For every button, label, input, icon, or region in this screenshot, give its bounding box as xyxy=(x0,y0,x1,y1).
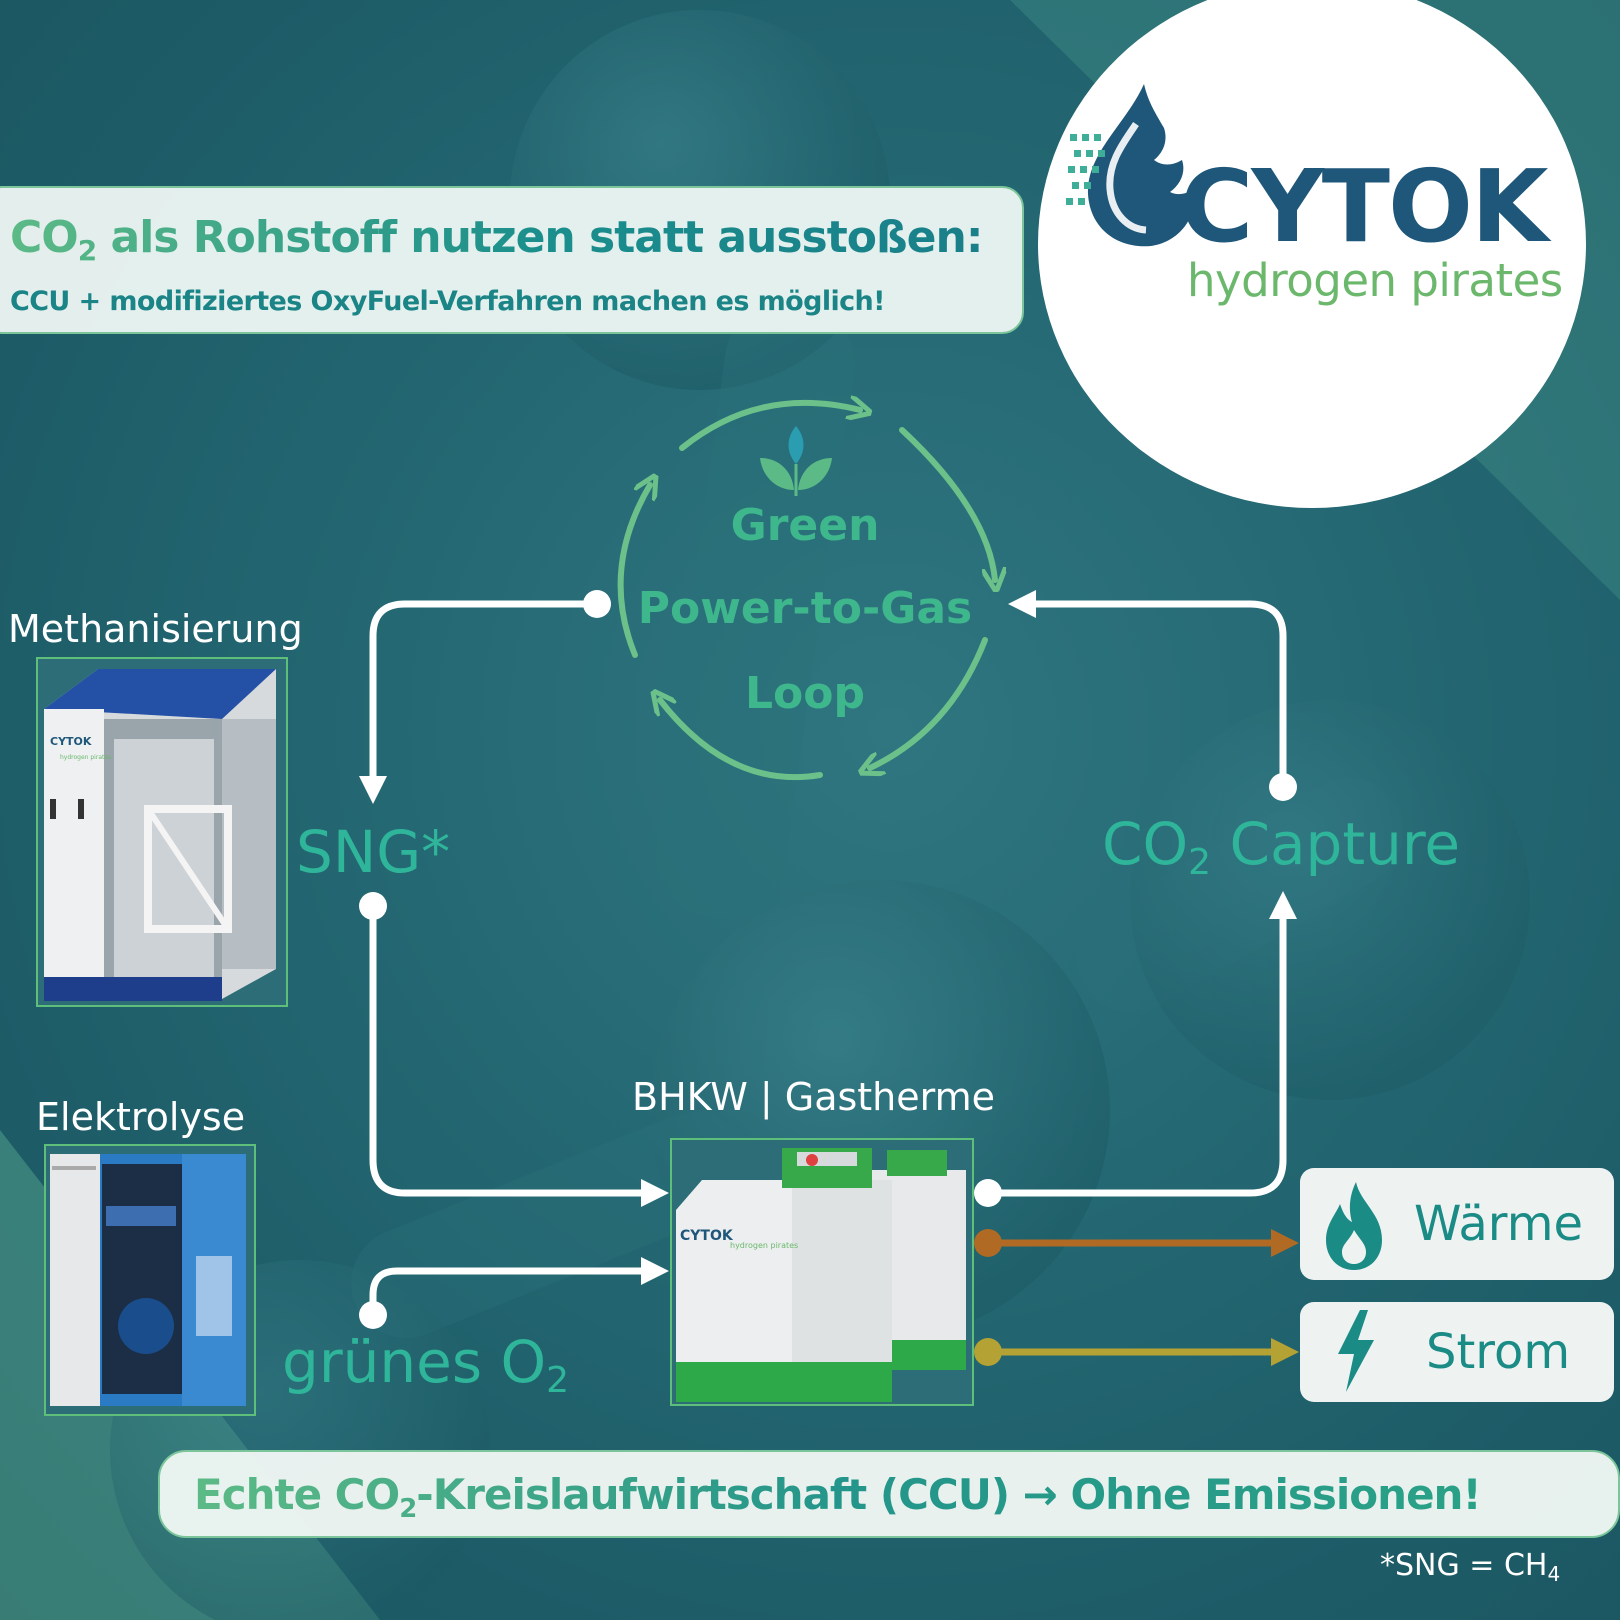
photo-bhkw: CYTOK hydrogen pirates xyxy=(670,1138,974,1406)
flame-icon xyxy=(1326,1182,1382,1270)
methanisierung-tag: hydrogen pirates xyxy=(60,754,111,761)
loop-text-green: Green xyxy=(730,500,880,551)
connector-waerme xyxy=(974,1229,1299,1257)
bhkw-tag: hydrogen pirates xyxy=(730,1241,798,1250)
label-methanisierung: Methanisierung xyxy=(8,607,303,651)
connector-bhkw-to-co2 xyxy=(974,891,1297,1207)
bottom-banner-text: Echte CO2-Kreislaufwirtschaft (CCU) → Oh… xyxy=(194,1470,1481,1524)
connector-strom xyxy=(974,1338,1299,1366)
headline-box: CO2 als Rohstoff nutzen statt ausstoßen:… xyxy=(0,186,1024,334)
bhkw-brand: CYTOK xyxy=(680,1228,734,1244)
leaf-icon xyxy=(760,426,832,496)
bottom-banner: Echte CO2-Kreislaufwirtschaft (CCU) → Oh… xyxy=(158,1450,1620,1538)
label-bhkw-gastherme: BHKW | Gastherme xyxy=(632,1075,995,1119)
loop-arrows xyxy=(617,403,995,781)
output-label-strom: Strom xyxy=(1426,1324,1571,1380)
headline-subtitle: CCU + modifiziertes OxyFuel-Verfahren ma… xyxy=(10,286,885,317)
connector-loop-to-sng xyxy=(359,590,611,804)
logo-wordmark: CYTOK xyxy=(1180,148,1549,265)
photo-elektrolyse xyxy=(44,1144,256,1416)
connector-sng-to-bhkw xyxy=(359,892,669,1207)
drop-icon xyxy=(1066,84,1195,247)
label-gruenes-o2: grünes O2 xyxy=(282,1328,570,1401)
label-elektrolyse: Elektrolyse xyxy=(36,1095,246,1139)
logo-circle xyxy=(1038,0,1586,508)
photo-methanisierung: CYTOK hydrogen pirates xyxy=(36,657,288,1007)
logo-tagline: hydrogen pirates xyxy=(1187,254,1563,307)
loop-text-loop: Loop xyxy=(745,668,865,719)
label-sng: SNG* xyxy=(296,818,451,886)
label-co2-capture: CO2 Capture xyxy=(1102,810,1461,883)
loop-text-power-to-gas: Power-to-Gas xyxy=(637,583,973,634)
connector-co2-to-loop xyxy=(1008,590,1297,801)
lightning-icon xyxy=(1338,1310,1374,1392)
footnote: *SNG = CH4 xyxy=(1380,1548,1561,1586)
connector-o2-to-bhkw xyxy=(359,1257,669,1329)
methanisierung-brand: CYTOK xyxy=(50,735,92,748)
output-label-waerme: Wärme xyxy=(1414,1196,1583,1252)
